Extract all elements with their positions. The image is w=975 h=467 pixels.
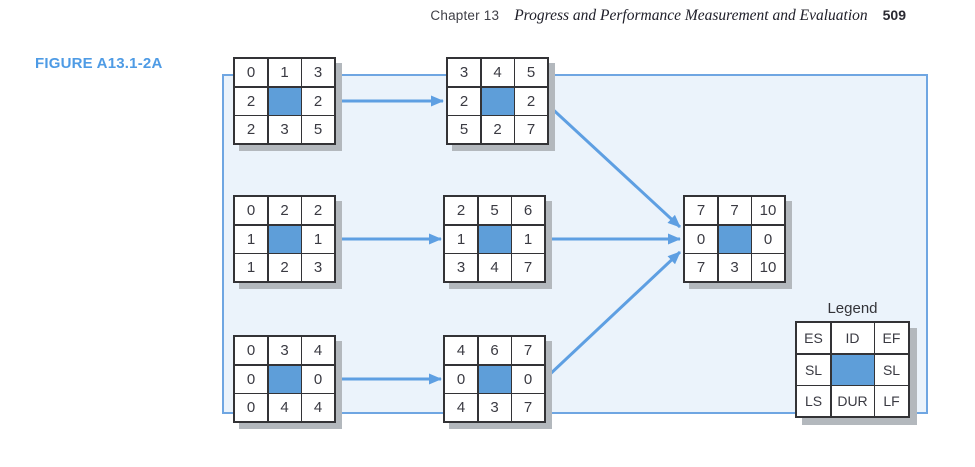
activity-node-2: 3 4 5 2 2 5 2 7 <box>446 57 549 145</box>
node-cell-ef: 10 <box>752 197 784 224</box>
node-cell-sl: 2 <box>448 87 480 115</box>
node-cell-es: 0 <box>235 59 267 86</box>
node-cell-id: 2 <box>268 197 301 224</box>
node-cell-sl: 1 <box>512 225 544 253</box>
node-cell-sl: 1 <box>445 225 477 253</box>
node-cell-lf: 5 <box>302 116 334 143</box>
chapter-label: Chapter 13 <box>430 8 500 23</box>
node-cell-dur: 2 <box>481 116 514 143</box>
activity-node-4: 2 5 6 1 1 3 4 7 <box>443 195 546 283</box>
node-cell-id: 3 <box>268 337 301 364</box>
node-cell-lf: 10 <box>752 254 784 281</box>
node-cell-lf: 7 <box>512 394 544 421</box>
node-cell-dur: 4 <box>268 394 301 421</box>
node-cell-lf: 7 <box>512 254 544 281</box>
activity-fill-cell <box>478 225 511 253</box>
legend-box: ES ID EF SL SL LS DUR LF <box>795 321 910 418</box>
figure-label: FIGURE A13.1-2A <box>35 55 163 72</box>
legend-cell-id: ID <box>831 323 874 353</box>
node-cell-ls: 4 <box>445 394 477 421</box>
node-cell-es: 0 <box>235 337 267 364</box>
node-cell-dur: 2 <box>268 254 301 281</box>
node-cell-es: 7 <box>685 197 717 224</box>
legend-cell-ef: EF <box>875 323 908 353</box>
node-cell-ef: 5 <box>515 59 547 86</box>
node-cell-sl: 0 <box>235 365 267 393</box>
node-cell-id: 7 <box>718 197 751 224</box>
node-cell-ef: 4 <box>302 337 334 364</box>
node-cell-ef: 2 <box>302 197 334 224</box>
node-cell-sl: 0 <box>685 225 717 253</box>
node-cell-ef: 6 <box>512 197 544 224</box>
activity-fill-cell <box>268 225 301 253</box>
activity-fill-cell <box>481 87 514 115</box>
node-cell-id: 4 <box>481 59 514 86</box>
legend-title: Legend <box>827 300 878 317</box>
activity-fill-cell <box>718 225 751 253</box>
activity-fill-cell <box>268 87 301 115</box>
legend-cell-sl: SL <box>797 354 830 385</box>
node-cell-dur: 3 <box>268 116 301 143</box>
activity-fill-cell <box>478 365 511 393</box>
chapter-title: Progress and Performance Measurement and… <box>514 7 868 24</box>
node-cell-lf: 3 <box>302 254 334 281</box>
node-cell-es: 3 <box>448 59 480 86</box>
legend-cell-lf: LF <box>875 386 908 416</box>
activity-node-6: 0 3 4 0 0 0 4 4 <box>233 335 336 423</box>
node-cell-sl: 0 <box>302 365 334 393</box>
node-cell-lf: 7 <box>515 116 547 143</box>
node-cell-id: 5 <box>478 197 511 224</box>
node-cell-sl: 0 <box>752 225 784 253</box>
node-cell-ls: 7 <box>685 254 717 281</box>
activity-node-3: 0 2 2 1 1 1 2 3 <box>233 195 336 283</box>
activity-node-7: 4 6 7 0 0 4 3 7 <box>443 335 546 423</box>
node-cell-ef: 3 <box>302 59 334 86</box>
node-cell-ef: 7 <box>512 337 544 364</box>
node-cell-sl: 2 <box>302 87 334 115</box>
node-cell-dur: 4 <box>478 254 511 281</box>
legend-cell-sl: SL <box>875 354 908 385</box>
node-cell-dur: 3 <box>478 394 511 421</box>
activity-node-5: 7 7 10 0 0 7 3 10 <box>683 195 786 283</box>
page-number: 509 <box>882 7 906 23</box>
legend-cell-dur: DUR <box>831 386 874 416</box>
node-cell-ls: 3 <box>445 254 477 281</box>
page-header: Chapter 13 Progress and Performance Meas… <box>0 7 906 25</box>
node-cell-es: 2 <box>445 197 477 224</box>
node-cell-es: 4 <box>445 337 477 364</box>
node-cell-ls: 1 <box>235 254 267 281</box>
node-cell-lf: 4 <box>302 394 334 421</box>
node-cell-sl: 0 <box>445 365 477 393</box>
node-cell-dur: 3 <box>718 254 751 281</box>
node-cell-ls: 0 <box>235 394 267 421</box>
node-cell-sl: 2 <box>235 87 267 115</box>
node-cell-sl: 2 <box>515 87 547 115</box>
node-cell-ls: 2 <box>235 116 267 143</box>
node-cell-id: 1 <box>268 59 301 86</box>
node-cell-sl: 1 <box>302 225 334 253</box>
node-cell-sl: 1 <box>235 225 267 253</box>
activity-node-1: 0 1 3 2 2 2 3 5 <box>233 57 336 145</box>
legend-cell-es: ES <box>797 323 830 353</box>
node-cell-id: 6 <box>478 337 511 364</box>
node-cell-ls: 5 <box>448 116 480 143</box>
node-cell-sl: 0 <box>512 365 544 393</box>
activity-fill-cell <box>268 365 301 393</box>
node-cell-es: 0 <box>235 197 267 224</box>
legend-cell-ls: LS <box>797 386 830 416</box>
activity-fill-cell <box>831 354 874 385</box>
